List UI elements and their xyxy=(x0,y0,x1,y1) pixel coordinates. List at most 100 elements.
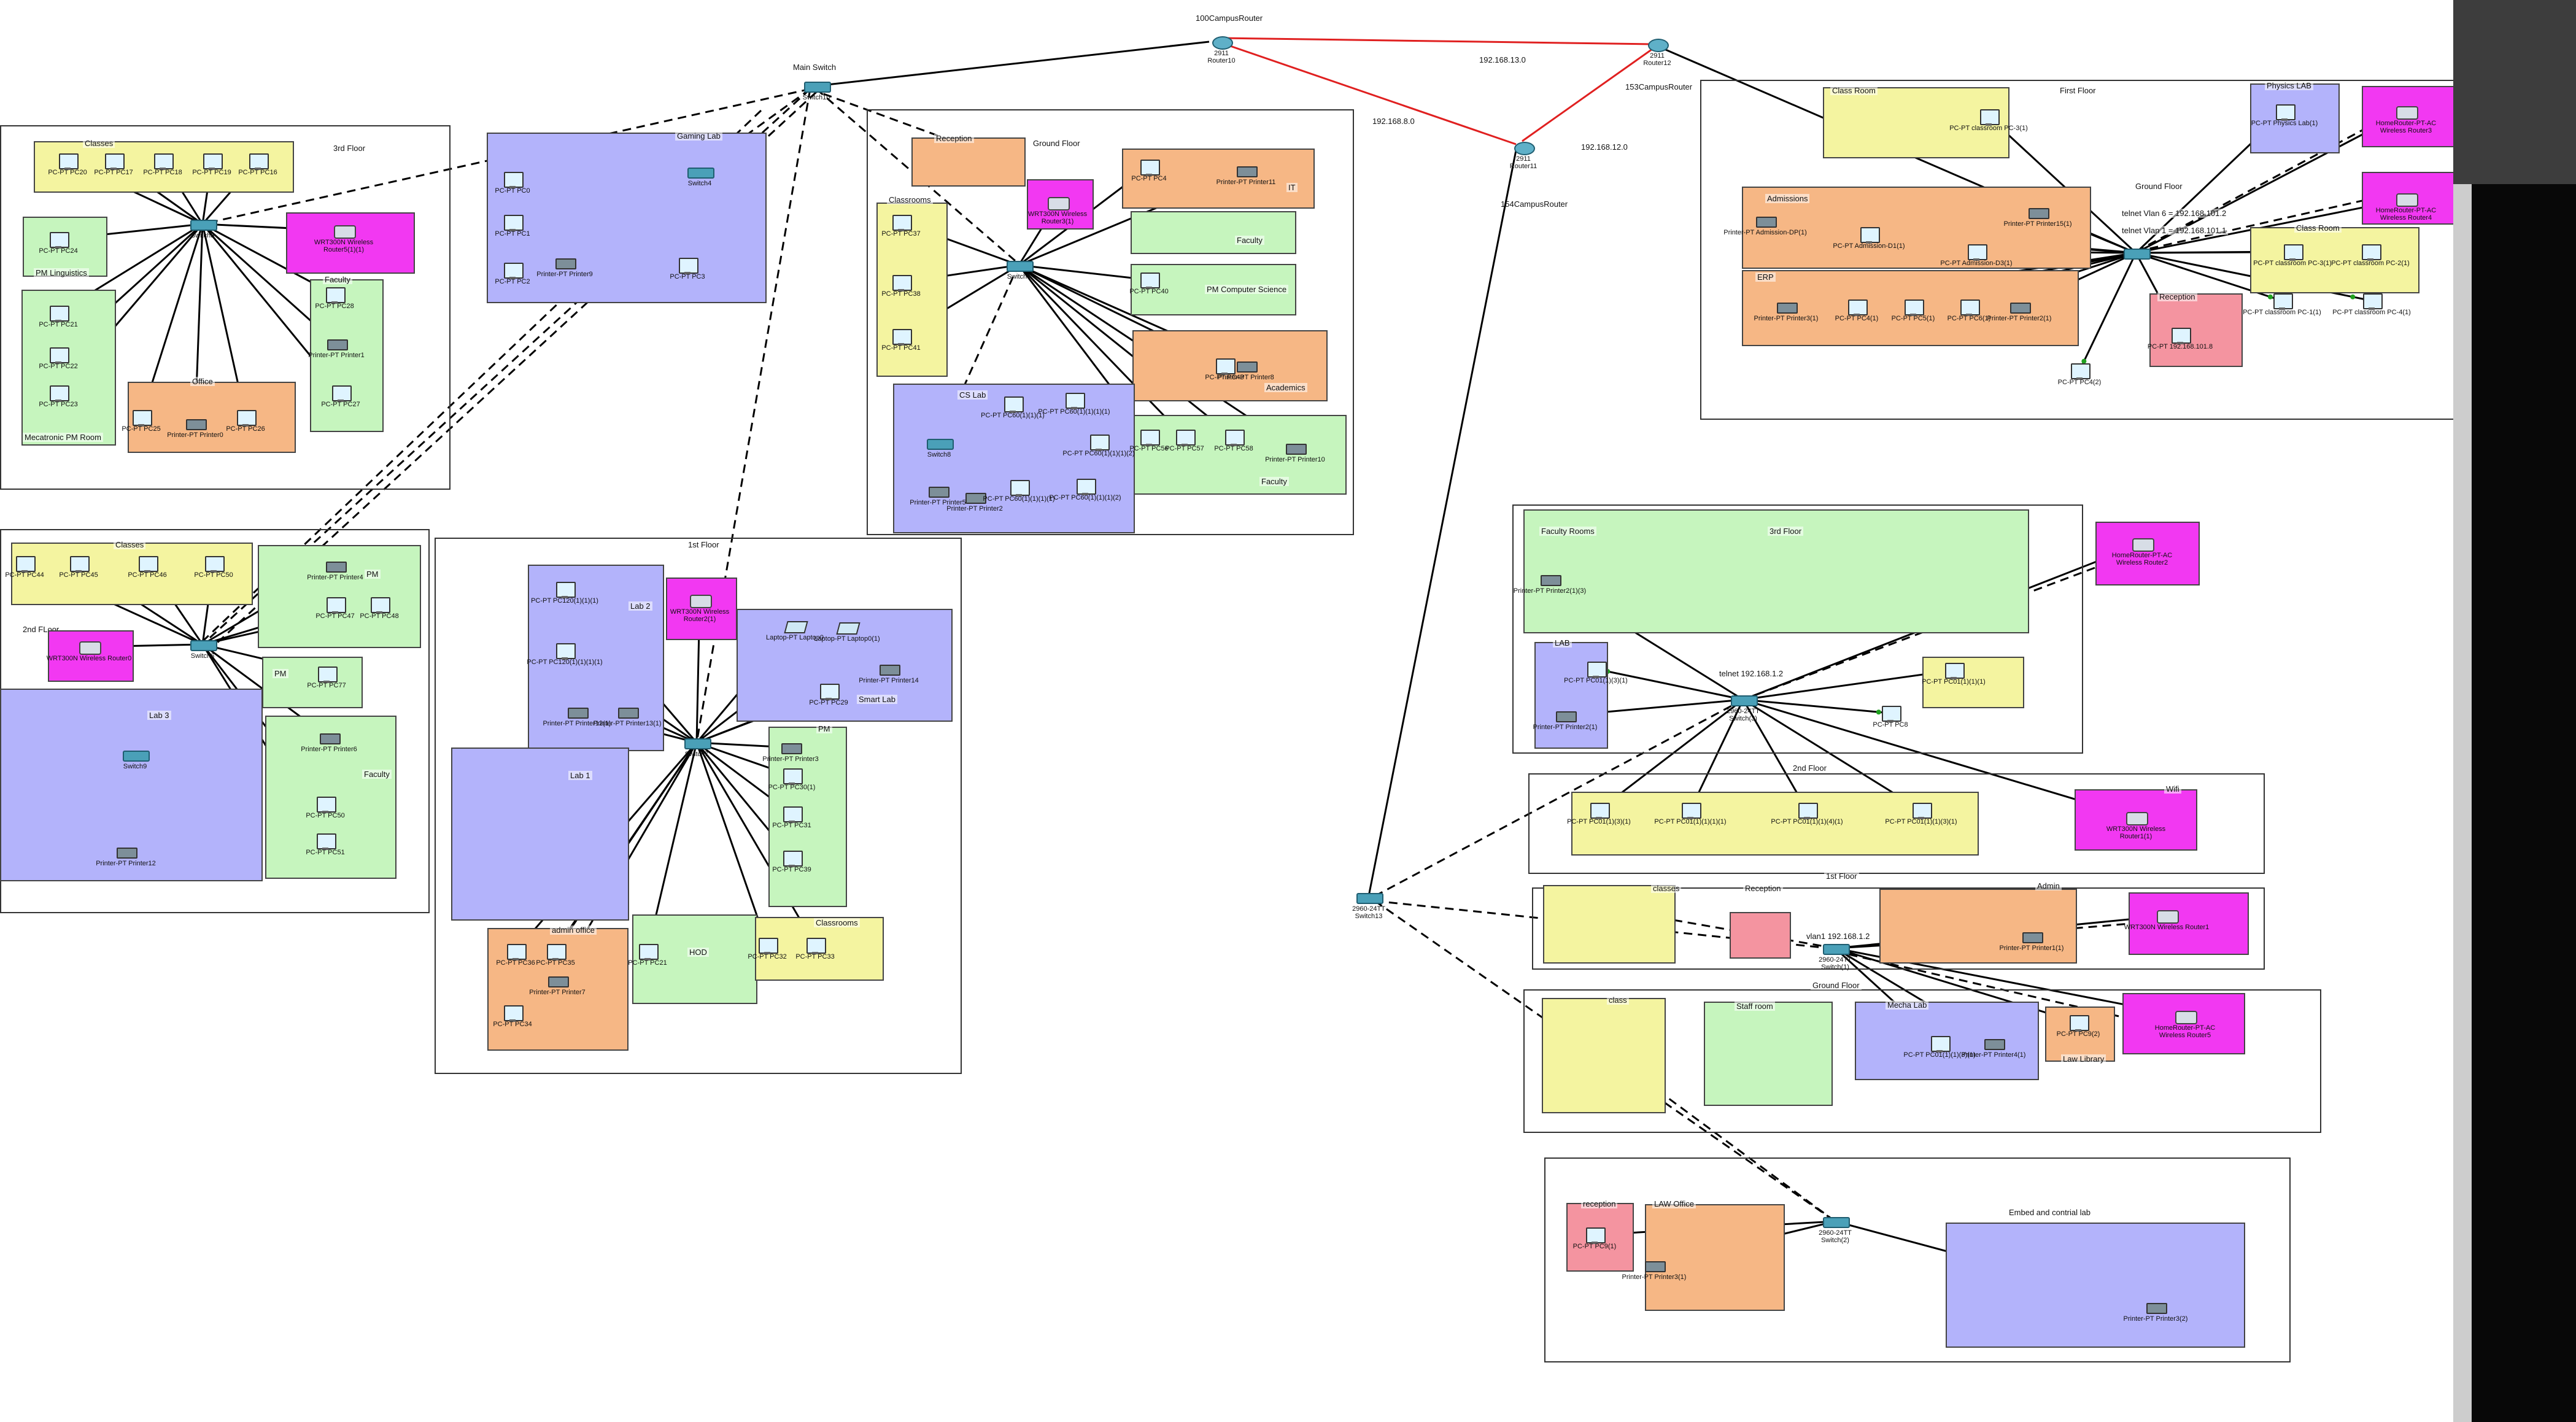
pc-icon xyxy=(504,215,524,231)
switch13-model: 2960-24TT xyxy=(1352,905,1385,913)
router12-name: Router12 xyxy=(1643,60,1671,67)
printer-icon xyxy=(880,665,900,676)
printer-icon xyxy=(1777,303,1798,314)
law-office-label: LAW Office xyxy=(1652,1199,1696,1208)
access-link[interactable] xyxy=(2078,252,2137,371)
wireless-router-icon xyxy=(2396,193,2418,207)
device-label: Printer-PT Printer0 xyxy=(167,431,223,439)
pc-icon xyxy=(2284,244,2303,261)
pc-icon xyxy=(16,556,36,573)
device-label: PC-PT PC21 xyxy=(628,959,667,967)
device-label: PC-PT classroom PC-1(1) xyxy=(2243,309,2321,316)
device-label: PC-PT PC19 xyxy=(192,169,231,176)
access-link[interactable] xyxy=(1595,668,1744,701)
wan-link-router10-router11[interactable] xyxy=(1221,42,1517,145)
second-floor-b-label: 2nd Floor xyxy=(1791,763,1828,773)
access-link[interactable] xyxy=(1742,698,2137,819)
pm-zone-b xyxy=(262,657,363,708)
device-label: PC-PT PC4(1) xyxy=(1835,315,1879,322)
access-link[interactable] xyxy=(1742,698,1891,714)
access-link[interactable] xyxy=(1987,115,2137,254)
switch5-name: Switch5 xyxy=(1007,273,1031,280)
mecha-lab-label: Mecha Lab xyxy=(1886,1000,1929,1010)
port-status-dot xyxy=(2267,294,2273,299)
router11-name: Router11 xyxy=(1509,163,1537,170)
device-label: PC-PT Physics Lab(1) xyxy=(2251,120,2318,127)
device-label: PC-PT PC01(1)(1)(4)(1) xyxy=(1771,818,1843,825)
printer-icon xyxy=(781,743,802,754)
gaming-lab-label: Gaming Lab xyxy=(675,131,722,141)
lab2-label: Lab 2 xyxy=(629,601,652,611)
router-icon xyxy=(1648,39,1669,52)
device-label: PC-PT PC25 xyxy=(122,425,161,433)
printer-icon xyxy=(1541,575,1561,586)
faculty-c-label: Faculty xyxy=(1259,477,1289,486)
faculty-b-label: Faculty xyxy=(1235,236,1264,245)
device-label: PC-PT PC01(1)(1)(1)(1) xyxy=(1654,818,1727,825)
pc-icon xyxy=(237,410,257,427)
device-label: PC-PT PC30(1) xyxy=(768,784,816,791)
device-label: PC-PT PC01(1)(3)(1) xyxy=(1567,818,1631,825)
device-label: PC-PT PC22 xyxy=(39,363,78,370)
device-label: PC-PT PC77 xyxy=(307,682,346,689)
device-label: PC-PT PC9(2) xyxy=(2056,1030,2100,1038)
access-link[interactable] xyxy=(1018,264,1186,438)
trunk-s2960c-class[interactable] xyxy=(1577,1030,1836,1223)
wireless-router-icon xyxy=(2132,538,2154,552)
reception-c-label: reception xyxy=(1581,1199,1618,1208)
admin-zone xyxy=(1879,889,2077,964)
pc-icon xyxy=(70,556,90,573)
port-status-dot xyxy=(1876,709,1881,715)
vlan1a-label: telnet Vlan 1 = 192.168.101.1 xyxy=(2120,226,2229,235)
device-label: PC-PT PC01(1)(1)(1) xyxy=(1922,678,1986,686)
printer-icon xyxy=(568,708,589,719)
classrooms-b-label: Classrooms xyxy=(814,918,860,927)
device-label: Printer-PT Printer15(1) xyxy=(2003,220,2072,228)
third-floor-frame xyxy=(0,125,451,490)
academics-label: Academics xyxy=(1264,383,1307,392)
access-link[interactable] xyxy=(2135,198,2407,254)
faculty-rooms-label: Faculty Rooms xyxy=(1539,527,1596,536)
law-library-label: Law Library xyxy=(2061,1054,2106,1064)
pc-icon xyxy=(556,643,576,660)
pc-icon xyxy=(1980,109,2000,126)
admissions-label: Admissions xyxy=(1765,194,1810,203)
device-label: PC-PT PC9(1) xyxy=(1572,1243,1617,1250)
third-floor-b-label: 3rd Floor xyxy=(1768,527,1804,536)
pc-icon xyxy=(1960,299,1980,316)
access-link[interactable] xyxy=(1018,264,1234,438)
device-label: Printer-PT Printer3(1) xyxy=(1622,1273,1687,1281)
pc-icon xyxy=(1860,227,1880,244)
access-link[interactable] xyxy=(695,742,768,946)
switch-icon xyxy=(2124,249,2151,260)
wan-link-router10-router12[interactable] xyxy=(1221,37,1653,45)
device-label: PC-PT PC60(1)(1)(1)(2) xyxy=(1049,494,1121,501)
pc-icon xyxy=(371,597,390,614)
access-link[interactable] xyxy=(1018,264,1150,281)
device-label: PC-PT classroom PC-4(1) xyxy=(2332,309,2411,316)
trunk-s6-s7[interactable] xyxy=(207,91,818,652)
wireless-router-icon xyxy=(334,225,356,239)
first-floor-a-label: 1st Floor xyxy=(686,540,721,549)
wan-link-router12-router11[interactable] xyxy=(1522,48,1653,142)
link-router10-mainswitch[interactable] xyxy=(816,41,1210,87)
wireless-zone-c xyxy=(48,630,134,682)
device-label: PC-PT PC36 xyxy=(496,959,535,967)
link-router11-switch13[interactable] xyxy=(1367,150,1517,897)
physics-lab-label: Physics LAB xyxy=(2265,81,2313,90)
access-link[interactable] xyxy=(695,742,816,946)
faculty-zone-b xyxy=(1131,211,1296,254)
main-switch-name: Switch10 xyxy=(802,94,830,101)
access-link[interactable] xyxy=(1742,669,1954,701)
device-label: Printer-PT Printer3(2) xyxy=(2123,1315,2188,1323)
trunk-s2960b-classes[interactable] xyxy=(1571,901,1836,949)
router-icon xyxy=(1514,142,1535,155)
device-label: PC-PT PC5(1) xyxy=(1891,315,1935,322)
lab-b-zone xyxy=(1534,642,1608,749)
device-label: PC-PT PC2 xyxy=(495,278,530,285)
switch-icon xyxy=(1731,695,1758,706)
pc-icon xyxy=(105,153,125,170)
trunk-switch13-s2960c[interactable] xyxy=(1374,900,1836,1223)
device-label: WRT300N Wireless Router0 xyxy=(46,655,132,662)
